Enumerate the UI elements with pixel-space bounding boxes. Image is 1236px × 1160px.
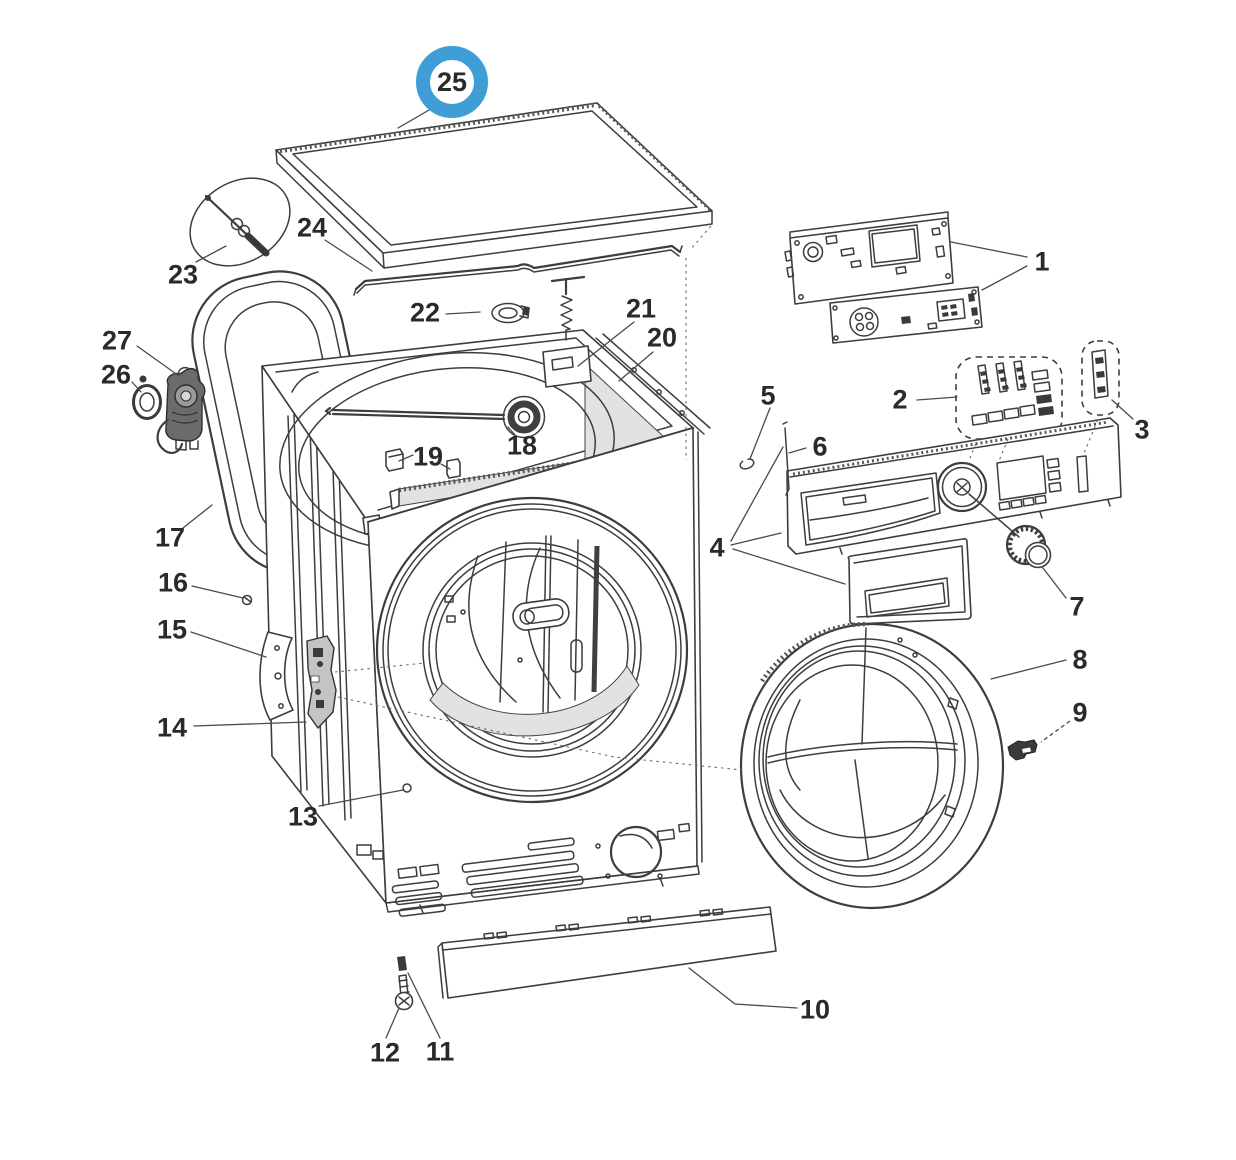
part-label-24: 24	[296, 212, 328, 243]
part-label-7: 7	[1069, 591, 1085, 622]
part-label-25[interactable]: 25	[416, 46, 488, 118]
part-label-9: 9	[1072, 697, 1088, 728]
part-label-1: 1	[1034, 246, 1050, 277]
callout-ellipse-part23	[174, 160, 306, 283]
part-label-27: 27	[101, 325, 133, 356]
button-pack-part2	[956, 357, 1062, 439]
part-label-12: 12	[369, 1037, 401, 1068]
part-label-21: 21	[625, 293, 657, 324]
door-part8	[741, 624, 1003, 908]
part-label-4: 4	[709, 532, 725, 563]
trim-strip-part24	[354, 246, 682, 295]
part-label-18: 18	[506, 430, 538, 461]
part-label-6: 6	[812, 431, 828, 462]
part-label-3: 3	[1134, 414, 1150, 445]
part-label-19: 19	[412, 441, 444, 472]
kickplate-part10	[438, 907, 776, 998]
part-label-5: 5	[760, 380, 776, 411]
latch-part9	[1008, 740, 1037, 760]
screw-parts11-12	[396, 956, 413, 1010]
part-label-10: 10	[799, 994, 831, 1025]
control-panel-part4	[739, 418, 1121, 624]
part-label-11: 11	[425, 1036, 455, 1067]
part-label-15: 15	[156, 614, 188, 645]
inlet-parts26-27	[134, 368, 205, 453]
hinge-parts13-16	[243, 596, 412, 793]
switch-part3	[1082, 341, 1119, 415]
part-label-13: 13	[287, 801, 319, 832]
control-boards-part1	[785, 212, 982, 343]
part-label-2: 2	[892, 384, 908, 415]
part-label-23: 23	[167, 259, 199, 290]
alignment-dotted-lines	[335, 226, 1100, 770]
part-label-20: 20	[646, 322, 678, 353]
part-label-26: 26	[100, 359, 132, 390]
part-label-17: 17	[154, 522, 186, 553]
top-lid-part25	[276, 103, 712, 268]
part-label-16: 16	[157, 567, 189, 598]
leader-lines	[132, 99, 1133, 1038]
cabinet-front-face	[357, 428, 702, 917]
part-label-22: 22	[409, 297, 441, 328]
part-label-8: 8	[1072, 644, 1088, 675]
part-label-14: 14	[156, 712, 188, 743]
